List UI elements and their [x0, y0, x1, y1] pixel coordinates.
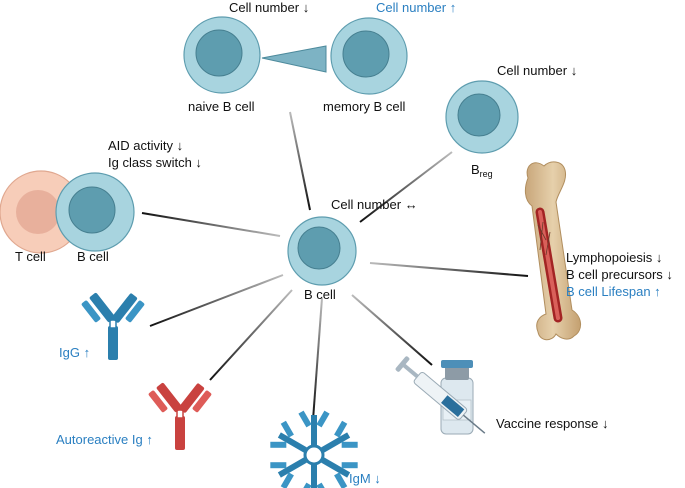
center-b-cell-label: B cell: [304, 287, 336, 302]
igg-label: IgG ↑: [59, 345, 91, 360]
line-to-autoreactive: [209, 289, 293, 381]
naive-b-cell: [183, 16, 261, 94]
bone-marrow-icon: [524, 161, 581, 341]
center-link-label: Cell number ↔: [331, 197, 418, 212]
line-to-vaccine: [351, 294, 433, 366]
line-to-tcell: [141, 212, 281, 237]
autoreactive-label: Autoreactive Ig ↑: [56, 432, 153, 447]
aid-activity-text: AID activity ↓: [108, 138, 184, 153]
autoreactive-ig-icon: [148, 382, 212, 450]
breg-label: Breg: [471, 162, 493, 182]
central-b-cell: [287, 216, 357, 286]
memory-b-cell: [330, 17, 408, 95]
breg-label-sub: reg: [479, 169, 493, 179]
interacting-b-cell: [55, 172, 135, 252]
line-to-breg: [359, 151, 453, 223]
memory-cell-number-change: Cell number ↑: [376, 0, 457, 15]
breg-cell: [445, 80, 519, 154]
bone-marrow-effects: Lymphopoiesis ↓ B cell precursors ↓ B ce…: [566, 249, 673, 300]
igm-pentamer-icon: [267, 410, 361, 488]
tcell-effects: AID activity ↓ Ig class switch ↓: [108, 137, 202, 171]
precursors-text: B cell precursors ↓: [566, 267, 673, 282]
connector-lines: [141, 111, 529, 421]
naive-cell-number-change: Cell number ↓: [229, 0, 310, 15]
ig-class-switch-text: Ig class switch ↓: [108, 155, 202, 170]
igg-antibody-icon: [81, 292, 145, 360]
igm-label: IgM ↓: [349, 471, 381, 486]
memory-b-cell-label: memory B cell: [323, 99, 406, 114]
line-to-igg: [149, 274, 284, 327]
vaccine-label: Vaccine response ↓: [496, 416, 609, 431]
naive-b-cell-label: naive B cell: [188, 99, 255, 114]
line-to-bone-marrow: [369, 262, 529, 277]
breg-label-main: B: [471, 162, 480, 177]
tcell-label: T cell: [15, 249, 46, 264]
line-to-naive: [289, 111, 311, 211]
naive-to-memory-wedge: [261, 45, 327, 73]
lymphopoiesis-text: Lymphopoiesis ↓: [566, 250, 663, 265]
vaccine-icon: [395, 356, 486, 435]
interacting-bcell-label: B cell: [77, 249, 109, 264]
breg-cell-number-change: Cell number ↓: [497, 63, 578, 78]
lifespan-text: B cell Lifespan ↑: [566, 284, 661, 299]
line-to-igm: [312, 297, 323, 421]
